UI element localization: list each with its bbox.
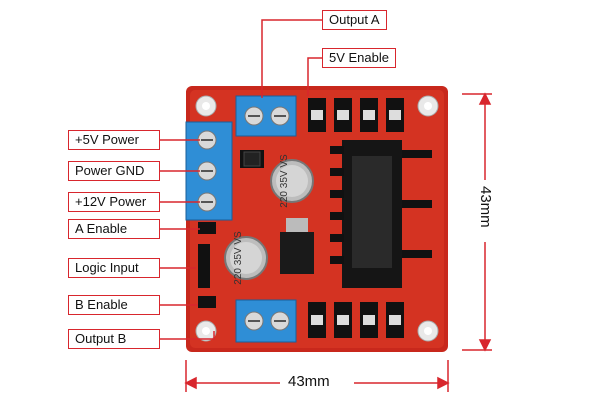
header-pins — [198, 222, 216, 308]
svg-text:220 35V VS: 220 35V VS — [279, 154, 290, 208]
capacitor-2: 220 35V VS — [224, 231, 268, 285]
output-b-terminal — [235, 299, 297, 343]
label-logic-input: Logic Input — [68, 258, 160, 278]
label-output-a: Output A — [322, 10, 387, 30]
dimension-width: 43mm — [288, 373, 330, 390]
label-plus12v-power: +12V Power — [68, 192, 160, 212]
label-power-gnd: Power GND — [68, 161, 160, 181]
diodes-bottom — [308, 302, 404, 338]
label-plus5v-power: +5V Power — [68, 130, 160, 150]
capacitor-1: 220 35V VS — [270, 154, 314, 208]
label-b-enable: B Enable — [68, 295, 160, 315]
voltage-regulator — [280, 218, 314, 274]
label-a-enable: A Enable — [68, 219, 160, 239]
label-output-b: Output B — [68, 329, 160, 349]
label-5v-enable: 5V Enable — [322, 48, 396, 68]
svg-text:220 35V VS: 220 35V VS — [233, 231, 244, 285]
diodes-top — [308, 98, 404, 132]
dimension-lines — [184, 92, 492, 392]
dimension-height: 43mm — [477, 186, 494, 228]
leader-lines — [160, 19, 322, 340]
heatsink — [330, 140, 432, 288]
output-a-terminal — [235, 95, 297, 137]
jumper-5v — [240, 150, 264, 168]
mounting-holes — [195, 95, 439, 342]
